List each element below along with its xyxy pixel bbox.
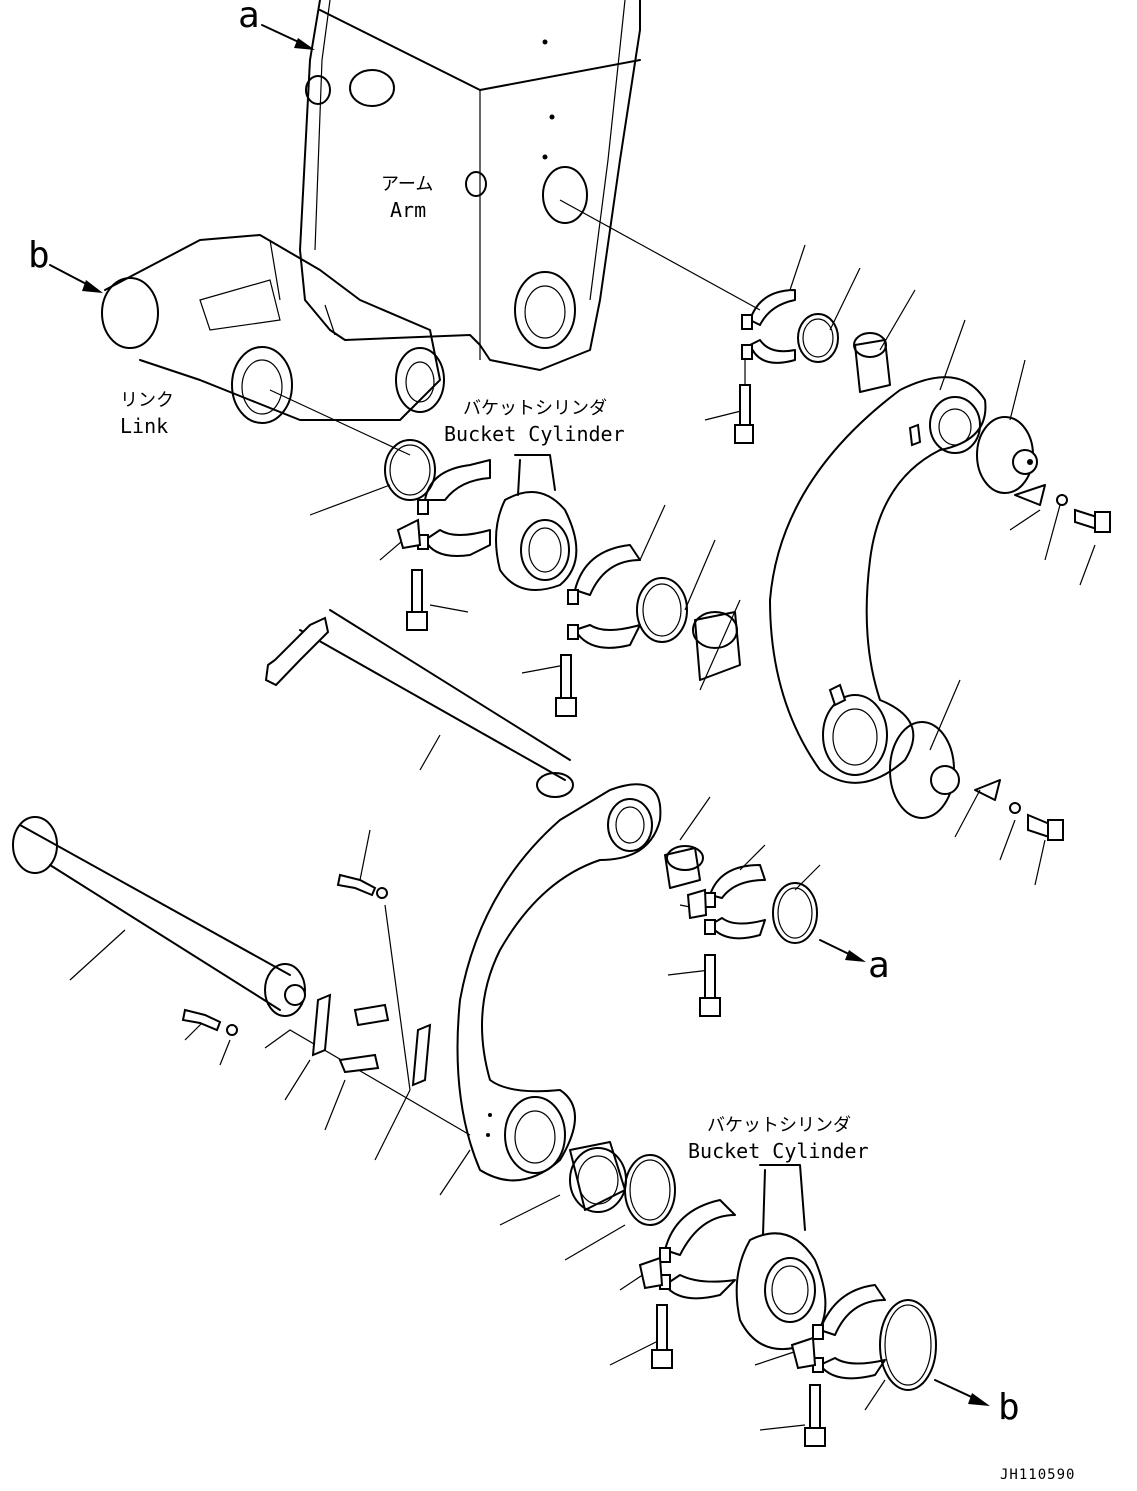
right-link-arm bbox=[769, 376, 987, 784]
lower-bushing-group bbox=[569, 1141, 736, 1369]
upper-clamp-group bbox=[734, 289, 891, 444]
lower-link-arm bbox=[456, 783, 662, 1182]
long-pin-2 bbox=[12, 816, 306, 1017]
label-link-en: Link bbox=[120, 414, 169, 438]
bucket-cylinder-2 bbox=[735, 1164, 827, 1351]
mid-left-clamp-group bbox=[384, 439, 491, 631]
label-bucket-cylinder-2-en: Bucket Cylinder bbox=[688, 1139, 869, 1163]
callout-b-top: b bbox=[28, 235, 50, 276]
label-link-jp: リンク bbox=[120, 390, 174, 411]
mid-clamp-group bbox=[555, 544, 741, 717]
callout-a-right: a bbox=[868, 945, 890, 986]
label-bucket-cylinder-2-jp: バケットシリンダ bbox=[707, 1115, 851, 1136]
callout-a-top: a bbox=[238, 0, 260, 36]
drawing-code: JH110590 bbox=[1000, 1467, 1076, 1483]
arrows bbox=[49, 24, 990, 1406]
label-arm-en: Arm bbox=[390, 198, 427, 222]
label-bucket-cylinder-1-jp: バケットシリンダ bbox=[463, 398, 607, 419]
lower-right-clamp-group bbox=[664, 845, 818, 1017]
small-bolts bbox=[181, 873, 388, 1036]
label-arm-jp: アーム bbox=[381, 174, 434, 195]
label-bucket-cylinder-1-en: Bucket Cylinder bbox=[444, 422, 625, 446]
long-pin-1 bbox=[264, 609, 574, 798]
bucket-cylinder-1 bbox=[495, 454, 578, 591]
callout-b-bottom: b bbox=[998, 1387, 1020, 1428]
retaining-plates bbox=[889, 416, 1111, 841]
arm-drawing bbox=[299, 0, 641, 371]
link-drawing bbox=[101, 234, 445, 424]
bottom-clamp-group bbox=[790, 1284, 937, 1447]
leader-lines bbox=[69, 199, 1096, 1431]
wedges bbox=[311, 993, 432, 1087]
